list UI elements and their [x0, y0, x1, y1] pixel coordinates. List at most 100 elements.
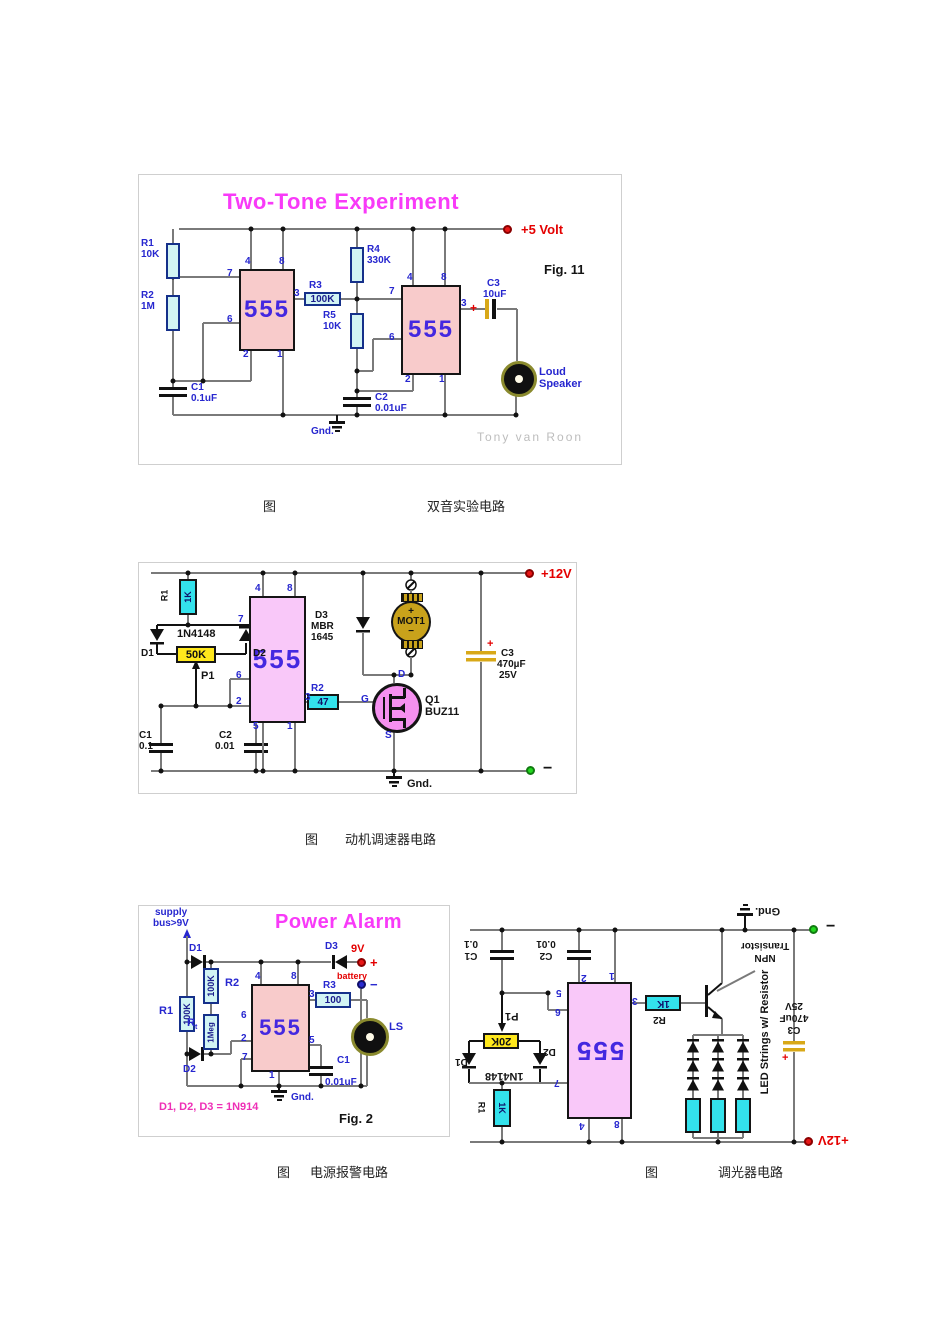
mosfet-stub [392, 718, 405, 721]
fig1-title: Two-Tone Experiment [223, 189, 460, 214]
resistor-r1: 1K [493, 1089, 511, 1127]
d3-value-1: MBR [311, 621, 334, 632]
pin-label: 3 [632, 995, 638, 1006]
pin-label: 1 [287, 721, 293, 732]
r5-name: R5 [323, 310, 336, 321]
pin-label: 4 [407, 272, 413, 283]
r2-value: 100K [206, 975, 217, 997]
mosfet-stub [403, 688, 406, 698]
resistor-rt: 1Meg [203, 1014, 219, 1050]
c3-voltage: 25V [785, 1000, 803, 1011]
r3-name: R3 [309, 280, 322, 291]
r4-value: 330K [367, 255, 391, 266]
pot-value: 20K [490, 1035, 512, 1047]
mosfet-gate-bar [383, 697, 385, 719]
loudspeaker [501, 361, 537, 397]
caption3-text: 电源报警电路 [310, 1165, 389, 1180]
r1-name: R1 [476, 1101, 487, 1114]
chip-label: 555 [252, 644, 303, 674]
r5-value: 10K [323, 321, 342, 332]
r3-name: R3 [323, 980, 336, 991]
pot-label: P1 [505, 1010, 519, 1022]
diode-value: 1N4148 [177, 628, 216, 640]
timer-555: 555 [249, 596, 306, 723]
d3-name: D3 [315, 610, 328, 621]
pot-label: P1 [201, 670, 215, 682]
battery-plus: + [370, 955, 378, 970]
motor-label: MOT1 [397, 616, 425, 627]
caption4-tag: 图 [645, 1165, 659, 1180]
pin-label: 1 [439, 374, 445, 385]
c1-name: C1 [191, 382, 204, 393]
r2-value: 1K [656, 997, 670, 1009]
r2-value: 1M [141, 301, 155, 312]
c2-name: C2 [375, 392, 388, 403]
c3-voltage: 25V [499, 670, 517, 681]
caption4-text: 调光器电路 [718, 1165, 784, 1180]
plus5v-node [503, 225, 512, 234]
pin-label: 7 [554, 1077, 560, 1088]
figure-power-alarm: supply bus>9V Power Alarm D1 D3 9V + bat… [138, 905, 450, 1137]
speaker-center [366, 1033, 374, 1041]
c1-name: C1 [337, 1055, 350, 1066]
motor-minus: − [408, 626, 414, 637]
c2-value: 0.01 [215, 741, 235, 752]
r1-value: 1K [182, 591, 193, 603]
fig4-neg-label: − [826, 918, 836, 935]
timer-555-upside-down: 555 [567, 982, 632, 1119]
pin-label: 1 [609, 970, 615, 981]
mosfet-stub [392, 696, 405, 699]
fig1-gnd-label: Gnd. [311, 426, 334, 437]
rt-name: Rt [187, 1018, 197, 1032]
r3-value: 100 [324, 994, 342, 1006]
timer-555-first: 555 [239, 269, 295, 351]
plus12v-node [804, 1137, 813, 1146]
pin-label: 5 [253, 721, 259, 732]
resistor-r1: 1K [179, 579, 197, 615]
pin-label: 2 [581, 972, 587, 983]
pin-label: 6 [241, 1010, 247, 1021]
led-string-resistor [735, 1098, 751, 1133]
c1-name: C1 [139, 730, 152, 741]
c3-value: 10uF [483, 289, 507, 300]
r1-value: 10K [141, 249, 160, 260]
battery-plus-node [357, 958, 366, 967]
credit-text: Tony van Roon [477, 430, 584, 444]
mosfet-channel-bar [389, 694, 392, 722]
fig4-power-label: +12V [818, 1133, 849, 1148]
pin-label: 6 [389, 332, 395, 343]
resistor-r1: 100K [179, 996, 195, 1032]
fig4-gnd-label: Gnd. [755, 905, 781, 917]
pin-label: 2 [405, 374, 411, 385]
pin-label: 7 [242, 1052, 248, 1063]
fig2-power-label: +12V [541, 566, 572, 581]
pin-label: 3 [309, 989, 315, 1000]
r2-value: 47 [317, 696, 329, 708]
battery-label: battery [337, 971, 368, 981]
c2-name: C2 [219, 730, 232, 741]
d2-label: D2 [183, 1064, 196, 1075]
pin-label: 2 [241, 1033, 247, 1044]
pin-label: 6 [236, 670, 242, 681]
speaker-label-1: Loud [539, 366, 566, 378]
pin-label: 8 [279, 256, 285, 267]
d1-label: D1 [141, 648, 154, 659]
q1-value: BUZ11 [425, 706, 460, 718]
drain-label: D [398, 669, 406, 680]
q1-name: Q1 [425, 694, 440, 706]
caption1-tag: 图 [263, 499, 277, 514]
r4-name: R4 [367, 244, 380, 255]
fig4-wiring [462, 904, 811, 1145]
pin-label: 8 [614, 1118, 620, 1129]
fig3-title: Power Alarm [275, 911, 403, 933]
fig2-neg-label: − [543, 760, 553, 777]
pin-label: 8 [441, 272, 447, 283]
d3-label: D3 [325, 941, 338, 952]
c3-plus: + [782, 1052, 789, 1064]
pin-label: 3 [305, 692, 311, 703]
motor-plus: + [408, 606, 414, 617]
